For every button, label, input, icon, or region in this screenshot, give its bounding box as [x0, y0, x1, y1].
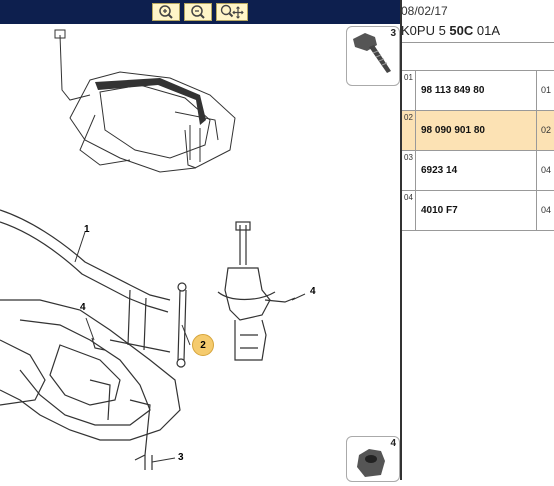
bolt-icon — [353, 33, 391, 73]
part-reference[interactable]: 98 090 901 80 — [421, 125, 485, 136]
part-thumbnail-3[interactable]: 3 — [346, 26, 400, 86]
part-reference[interactable]: 4010 F7 — [421, 205, 458, 216]
table-bottom-border — [402, 230, 554, 231]
part-quantity: 02 — [541, 125, 552, 135]
row-index: 02 — [404, 113, 413, 122]
overview-bar — [95, 78, 206, 125]
exploded-parts-diagram[interactable]: 1 2 3 4 4 — [0, 0, 400, 480]
callout-3[interactable]: 3 — [178, 452, 184, 463]
callout-2[interactable]: 2 — [192, 334, 214, 356]
parts-table: 01 98 113 849 80 01 02 98 090 901 80 02 … — [402, 70, 554, 231]
table-row[interactable]: 03 6923 14 04 — [402, 150, 554, 191]
part-quantity: 01 — [541, 85, 552, 95]
table-row-selected[interactable]: 02 98 090 901 80 02 — [402, 110, 554, 151]
catalog-code: K0PU 5 50C 01A — [401, 23, 500, 38]
nut-icon — [357, 449, 385, 477]
zoom-out-icon — [191, 5, 205, 19]
row-index: 01 — [404, 73, 413, 82]
column-divider — [536, 71, 537, 111]
zoom-pan-button[interactable] — [216, 3, 248, 21]
panel-separator — [400, 0, 402, 480]
table-row[interactable]: 01 98 113 849 80 01 — [402, 70, 554, 111]
column-divider — [415, 71, 416, 111]
zoom-in-icon — [159, 5, 173, 19]
column-divider — [536, 191, 537, 231]
main-assembly — [0, 209, 296, 470]
part-quantity: 04 — [541, 205, 552, 215]
callout-leaders — [74, 231, 306, 463]
header-divider — [402, 42, 554, 43]
zoom-in-button[interactable] — [152, 3, 180, 21]
catalog-code-suffix: 01A — [473, 23, 501, 38]
part-thumbnail-4[interactable]: 4 — [346, 436, 400, 482]
part-reference[interactable]: 6923 14 — [421, 165, 458, 176]
callout-4-right[interactable]: 4 — [310, 286, 316, 297]
callout-4-left[interactable]: 4 — [80, 302, 86, 313]
catalog-date: 08/02/17 — [401, 4, 448, 18]
thumbnail-number: 4 — [390, 438, 396, 449]
catalog-code-bold: 50C — [449, 23, 474, 38]
thumbnail-number: 3 — [390, 28, 396, 39]
catalog-code-prefix: K0PU 5 — [401, 23, 450, 38]
column-divider — [536, 111, 537, 151]
column-divider — [536, 151, 537, 191]
row-index: 04 — [404, 193, 413, 202]
table-row[interactable]: 04 4010 F7 04 — [402, 190, 554, 231]
diagram-toolbar — [0, 0, 400, 24]
row-index: 03 — [404, 153, 413, 162]
column-divider — [415, 111, 416, 151]
part-reference[interactable]: 98 113 849 80 — [421, 85, 485, 96]
column-divider — [415, 151, 416, 191]
parts-panel — [402, 0, 554, 480]
overview-subframe — [54, 29, 236, 173]
callout-1[interactable]: 1 — [84, 224, 90, 235]
column-divider — [415, 191, 416, 231]
part-quantity: 04 — [541, 165, 552, 175]
zoom-pan-icon — [220, 4, 244, 19]
diagram-drawing — [0, 29, 306, 470]
zoom-out-button[interactable] — [184, 3, 212, 21]
